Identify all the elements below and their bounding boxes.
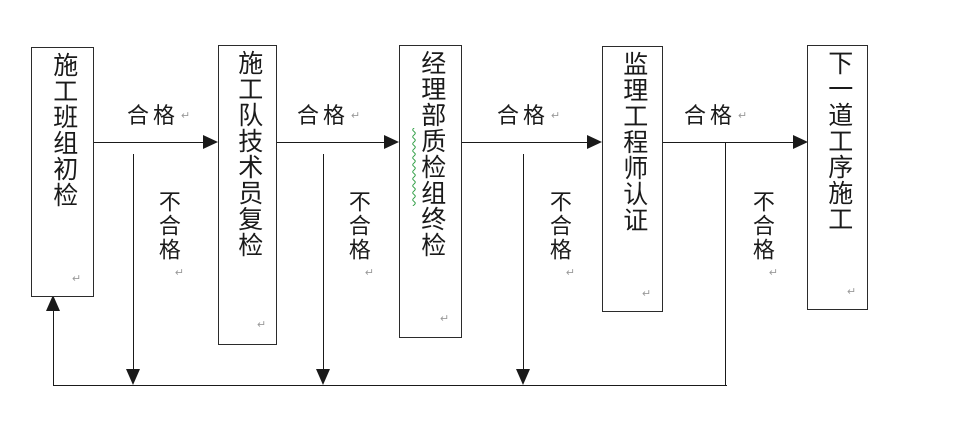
pass-connector-3-line (462, 142, 588, 143)
node-5-pilcrow: ↵ (847, 286, 857, 298)
fail-connector-3-arrowhead (516, 369, 530, 385)
fail-connector-4-line (725, 143, 726, 386)
pass-label-2-text: 合格 (297, 103, 350, 128)
fail-label-3-pilcrow: ↵ (563, 266, 576, 281)
pass-label-2-pilcrow: ↵ (351, 110, 365, 122)
node-4-label: 监理工程师认证 (619, 51, 647, 233)
pass-connector-2-arrowhead (384, 135, 399, 149)
fail-label-1-text: 不合格 (155, 190, 181, 262)
pass-connector-4-arrowhead (793, 135, 808, 149)
fail-connector-3-line (523, 154, 524, 369)
node-5-label: 下一道工序施工 (824, 50, 852, 232)
fail-connector-1-arrowhead (126, 369, 140, 385)
node-2-label: 施工队技术员复检 (234, 50, 262, 258)
node-construction-team-initial-inspection[interactable]: 施工班组初检 ↵ (31, 47, 94, 297)
fail-label-4-text: 不合格 (749, 190, 775, 262)
pass-connector-3-arrowhead (587, 135, 602, 149)
fail-label-2: 不合格 ↵ (342, 190, 375, 281)
pass-label-2: 合格↵ (297, 98, 362, 130)
fail-label-2-pilcrow: ↵ (362, 266, 375, 281)
pass-label-3-pilcrow: ↵ (551, 110, 565, 122)
fail-connector-1-line (133, 154, 134, 369)
return-bus-line (53, 385, 727, 386)
node-supervising-engineer-certification[interactable]: 监理工程师认证 ↵ (602, 46, 663, 312)
node-next-process-construction[interactable]: 下一道工序施工 ↵ (807, 45, 868, 310)
node-3-label-tail: 终检 (417, 206, 445, 258)
pass-label-1-text: 合格 (127, 103, 180, 128)
node-3-pilcrow: ↵ (440, 313, 450, 325)
node-3-label-head: 经理部 (417, 50, 445, 128)
pass-label-3-text: 合格 (497, 103, 550, 128)
pass-label-4-pilcrow: ↵ (738, 110, 752, 122)
node-team-technician-recheck[interactable]: 施工队技术员复检 ↵ (218, 45, 277, 345)
node-3-label: 经理部质检组终检 (414, 50, 447, 258)
return-bus-arrowhead (46, 295, 60, 311)
pass-label-4-text: 合格 (684, 103, 737, 128)
fail-label-4-pilcrow: ↵ (766, 266, 779, 281)
node-manager-qc-group-final-inspection[interactable]: 经理部质检组终检 ↵ (399, 45, 462, 338)
pass-label-4: 合格↵ (684, 98, 749, 130)
fail-connector-2-arrowhead (316, 369, 330, 385)
return-bus-riser (53, 310, 54, 386)
node-1-pilcrow: ↵ (72, 273, 82, 285)
fail-label-1-pilcrow: ↵ (172, 266, 185, 281)
pass-label-3: 合格↵ (497, 98, 562, 130)
pass-connector-2-line (277, 142, 385, 143)
pass-label-1: 合格↵ (127, 98, 192, 130)
fail-label-3-text: 不合格 (546, 190, 572, 262)
fail-label-4: 不合格 ↵ (746, 190, 779, 281)
fail-label-1: 不合格 ↵ (152, 190, 185, 281)
pass-connector-1-arrowhead (203, 135, 218, 149)
pass-connector-4-line (663, 142, 794, 143)
fail-label-2-text: 不合格 (345, 190, 371, 262)
node-1-label: 施工班组初检 (49, 52, 77, 208)
node-2-pilcrow: ↵ (257, 319, 267, 331)
fail-connector-2-line (323, 154, 324, 369)
pass-connector-1-line (94, 142, 204, 143)
node-3-label-spellchecked: 质检组 (417, 128, 445, 206)
pass-label-1-pilcrow: ↵ (181, 110, 195, 122)
node-4-pilcrow: ↵ (642, 288, 652, 300)
fail-label-3: 不合格 ↵ (543, 190, 576, 281)
